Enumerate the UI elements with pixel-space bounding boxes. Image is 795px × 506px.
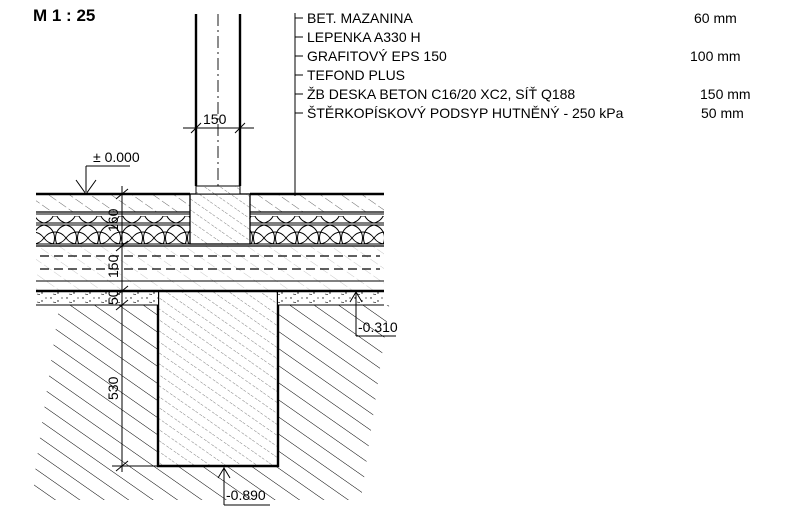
rc-slab-layer [36, 245, 384, 293]
screed-layer [36, 192, 384, 215]
level-floor-label: ± 0.000 [93, 149, 140, 165]
layer-leader [294, 13, 303, 196]
level-marker-footing-bottom: -0.890 [217, 467, 270, 506]
layer-name: BET. MAZANINA [307, 10, 413, 26]
level-footing-bottom-label: -0.890 [226, 487, 266, 503]
soil-hatching [0, 300, 420, 506]
wall-width-dimension: 150 [183, 111, 254, 134]
layer-name: LEPENKA A330 H [307, 29, 421, 45]
scale-label: M 1 : 25 [33, 6, 95, 25]
eps-insulation-layer [36, 214, 384, 245]
layer-name: ŽB DESKA BETON C16/20 XC2, SÍŤ Q188 [307, 86, 575, 102]
layer-legend: BET. MAZANINA 60 mm LEPENKA A330 H GRAFI… [307, 10, 751, 121]
layer-thickness: 50 mm [701, 105, 744, 121]
layer-name: TEFOND PLUS [307, 67, 405, 83]
wall-width-label: 150 [203, 111, 227, 127]
layer-thickness: 150 mm [700, 86, 751, 102]
layer-name: GRAFITOVÝ EPS 150 [307, 48, 447, 64]
concrete-footing [156, 290, 280, 468]
layer-thickness: 60 mm [694, 10, 737, 26]
gravel-bed-layer [36, 291, 384, 306]
dimension-160-label: 160 [105, 208, 121, 232]
wall [194, 14, 242, 186]
vertical-dimension-chain: 160 150 50 530 [105, 186, 158, 472]
level-slab-bottom-label: -0.310 [358, 319, 398, 335]
dimension-150-label: 150 [105, 254, 121, 278]
level-marker-slab-bottom: -0.310 [349, 291, 398, 337]
layer-thickness: 100 mm [690, 48, 741, 64]
layer-name: ŠTĚRKOPÍSKOVÝ PODSYP HUTNĚNÝ - 250 kPa [307, 105, 624, 121]
level-marker-floor: ± 0.000 [75, 149, 140, 195]
dimension-530-label: 530 [105, 376, 121, 400]
dimension-50-label: 50 [105, 289, 121, 305]
wall-base-block [189, 185, 251, 245]
